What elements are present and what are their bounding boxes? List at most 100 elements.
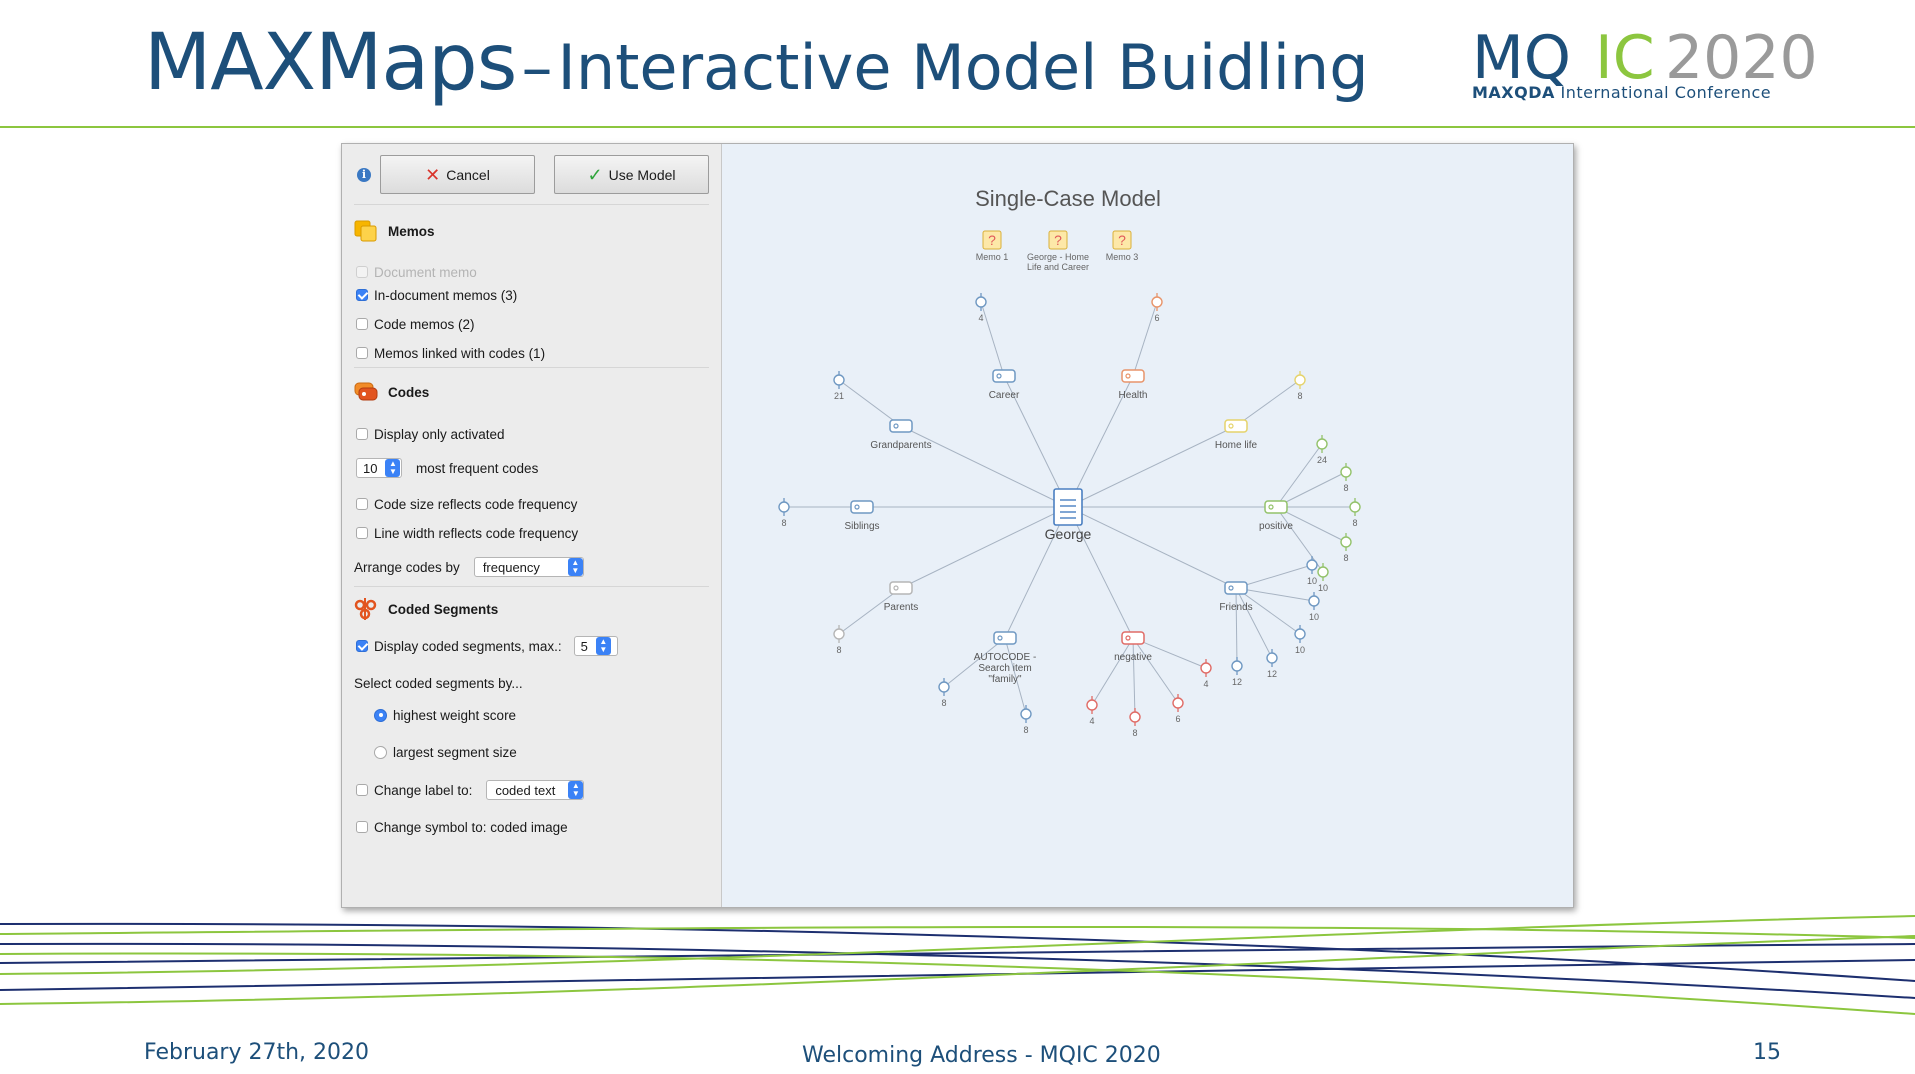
coded-segment-node[interactable]: 8 <box>1340 463 1352 493</box>
segment-edge <box>1004 637 1027 715</box>
codes-heading: Codes <box>388 384 430 400</box>
page-number: 15 <box>1753 1040 1781 1065</box>
change-symbol-option[interactable]: Change symbol to: coded image <box>356 817 568 837</box>
edge-friends <box>1067 506 1237 589</box>
change-label-value: coded text <box>495 782 556 798</box>
stepper-arrows-icon[interactable]: ▲▼ <box>385 459 401 477</box>
coded-segment-node[interactable]: 24 <box>1316 435 1328 465</box>
coded-segment-node[interactable]: 10 <box>1317 563 1329 593</box>
segment-edge <box>1235 587 1301 635</box>
code-memos-label: Code memos (2) <box>374 316 475 332</box>
change-label-select[interactable]: coded text ▲▼ <box>486 780 585 800</box>
coded-segment-node[interactable]: 6 <box>1151 293 1163 323</box>
memo-node[interactable]: ?Memo 3 <box>1106 230 1139 262</box>
title-sub: Interactive Model Buidling <box>557 31 1369 104</box>
display-coded-segments-checkbox[interactable] <box>356 640 368 652</box>
coded-segment-node[interactable]: 8 <box>1340 533 1352 563</box>
arrange-codes-select[interactable]: frequency ▲▼ <box>473 557 584 577</box>
edge-health <box>1067 375 1134 508</box>
code-node-parents[interactable]: Parents <box>884 581 918 613</box>
coded-segment-node[interactable]: 21 <box>833 371 845 401</box>
coded-segment-node[interactable]: 10 <box>1294 625 1306 655</box>
cancel-button[interactable]: ✕ Cancel <box>380 155 535 194</box>
coded-segment-node[interactable]: 10 <box>1308 592 1320 622</box>
coded-segment-node[interactable]: 12 <box>1231 657 1243 687</box>
document-memo-option[interactable]: Document memo <box>356 262 477 282</box>
code-size-checkbox[interactable] <box>356 498 368 510</box>
coded-segment-node[interactable]: 8 <box>938 678 950 708</box>
stepper-arrows-icon[interactable]: ▲▼ <box>595 637 611 655</box>
coded-segment-node[interactable]: 12 <box>1266 649 1278 679</box>
memo-node[interactable]: ?Memo 1 <box>976 230 1009 262</box>
tag-hole <box>997 635 1003 641</box>
code-node-negative[interactable]: negative <box>1114 631 1152 663</box>
memos-linked-checkbox[interactable] <box>356 347 368 359</box>
coded-segment-node[interactable]: 4 <box>975 293 987 323</box>
memo-label: Life and Career <box>1027 262 1089 272</box>
coded-segment-node[interactable]: 8 <box>778 498 790 528</box>
edge-parents <box>900 506 1069 589</box>
change-symbol-checkbox[interactable] <box>356 821 368 833</box>
divider <box>354 204 709 205</box>
coded-segments-max-stepper[interactable]: 5 ▲▼ <box>573 636 618 656</box>
code-tag-icon <box>889 581 913 595</box>
segment-count: 21 <box>834 391 844 401</box>
logo-year: 2020 <box>1665 23 1818 93</box>
display-only-activated-option[interactable]: Display only activated <box>356 424 505 444</box>
coded-segment-node[interactable]: 8 <box>1294 371 1306 401</box>
code-node-autocode[interactable]: AUTOCODE -Search item"family" <box>974 631 1037 685</box>
code-node-friends[interactable]: Friends <box>1219 581 1253 613</box>
code-node-career[interactable]: Career <box>989 369 1020 401</box>
segment-icon <box>833 374 845 386</box>
document-node[interactable]: George <box>1045 488 1092 542</box>
line-width-option[interactable]: Line width reflects code frequency <box>356 523 578 543</box>
code-node-home-life[interactable]: Home life <box>1215 419 1258 451</box>
code-node-health[interactable]: Health <box>1119 369 1148 401</box>
code-node-positive[interactable]: positive <box>1259 500 1293 532</box>
code-size-option[interactable]: Code size reflects code frequency <box>356 494 577 514</box>
coded-segment-node[interactable]: 8 <box>1129 708 1141 738</box>
coded-segment-node[interactable]: 8 <box>833 625 845 655</box>
in-document-memos-checkbox[interactable] <box>356 289 368 301</box>
memos-heading: Memos <box>388 223 435 239</box>
highest-weight-radio[interactable] <box>374 708 387 722</box>
line-width-checkbox[interactable] <box>356 527 368 539</box>
code-node-grandparents[interactable]: Grandparents <box>870 419 932 451</box>
code-label: Grandparents <box>870 440 931 451</box>
tag-hole <box>893 423 899 429</box>
coded-segment-node[interactable]: 6 <box>1172 694 1184 724</box>
change-label-checkbox[interactable] <box>356 784 368 796</box>
largest-segment-radio[interactable] <box>374 745 387 759</box>
highest-weight-option[interactable]: highest weight score <box>374 705 516 725</box>
segment-edge <box>838 587 902 635</box>
segment-icon <box>1294 374 1306 386</box>
segment-icon <box>1020 708 1032 720</box>
segment-count: 12 <box>1232 677 1242 687</box>
segment-icon <box>938 681 950 693</box>
info-icon[interactable]: i <box>357 168 371 182</box>
segment-count: 8 <box>1132 728 1137 738</box>
coded-segment-node[interactable]: 8 <box>1349 498 1361 528</box>
segment-icon <box>833 628 845 640</box>
options-panel: i ✕ Cancel ✓ Use Model Memos Document me… <box>342 144 722 907</box>
code-memos-checkbox[interactable] <box>356 318 368 330</box>
code-memos-option[interactable]: Code memos (2) <box>356 314 475 334</box>
most-frequent-stepper[interactable]: 10 ▲▼ <box>356 458 402 478</box>
coded-segment-node[interactable]: 8 <box>1020 705 1032 735</box>
coded-segment-node[interactable]: 4 <box>1200 659 1212 689</box>
largest-segment-label: largest segment size <box>393 744 517 760</box>
in-document-memos-option[interactable]: In-document memos (3) <box>356 285 517 305</box>
segment-edge <box>1275 443 1323 508</box>
use-model-button[interactable]: ✓ Use Model <box>554 155 709 194</box>
coded-segment-node[interactable]: 10 <box>1306 556 1318 586</box>
coded-segment-node[interactable]: 4 <box>1086 696 1098 726</box>
code-node-siblings[interactable]: Siblings <box>844 500 880 532</box>
change-label-text: Change label to: <box>374 782 473 798</box>
memos-linked-option[interactable]: Memos linked with codes (1) <box>356 343 545 363</box>
map-title: Single-Case Model <box>975 186 1161 211</box>
display-only-activated-checkbox[interactable] <box>356 428 368 440</box>
code-tag-icon <box>1224 581 1248 595</box>
largest-segment-option[interactable]: largest segment size <box>374 742 517 762</box>
